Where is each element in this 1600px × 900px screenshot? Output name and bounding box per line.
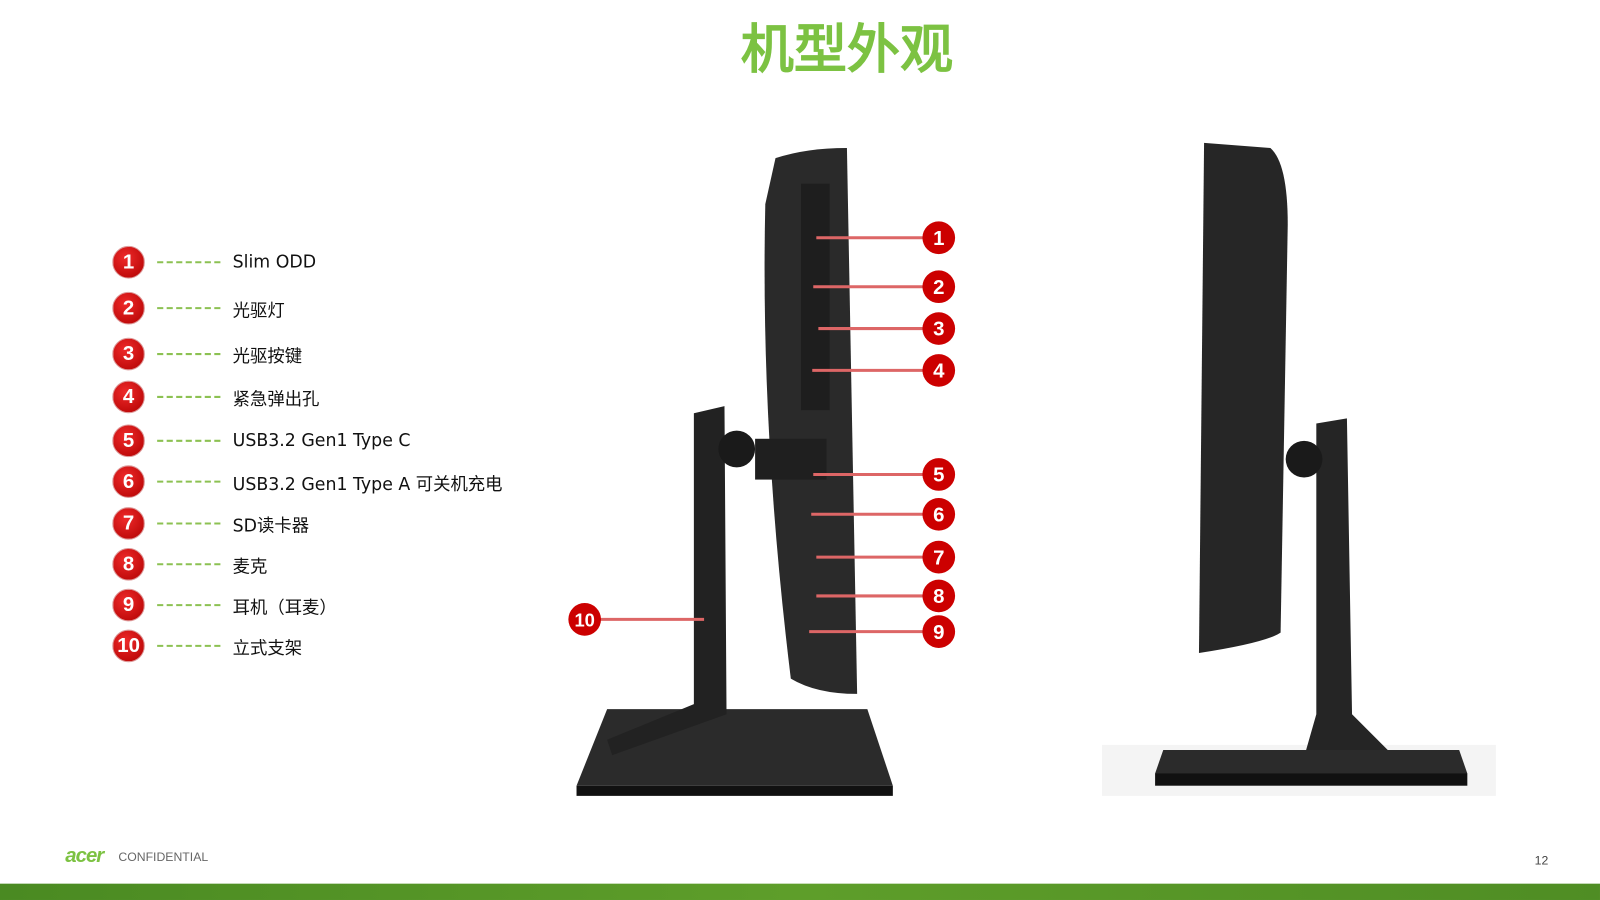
callout-label: 立式支架 [232, 638, 303, 659]
number-badge: 8 [112, 547, 145, 581]
marker-circle [922, 458, 956, 491]
number-badge: 5 [112, 424, 145, 458]
callout-item: 9 耳机（耳麦） [112, 588, 337, 623]
marker-number: 1 [933, 228, 944, 250]
dashed-connector [157, 261, 221, 264]
callout-label: 紧急弹出孔 [232, 389, 320, 410]
page-number: 12 [1534, 853, 1549, 868]
number-badge: 6 [112, 465, 145, 498]
acer-logo: acer [65, 844, 104, 868]
marker-circle [922, 354, 956, 387]
callout-label: 光驱按键 [232, 346, 303, 367]
marker-circle [922, 312, 956, 345]
callout-label: Slim ODD [232, 252, 317, 273]
callout-item: 7 SD读卡器 [112, 506, 309, 541]
number-badge: 4 [112, 380, 145, 414]
dashed-connector [157, 395, 221, 398]
callout-item: 10 立式支架 [112, 629, 302, 664]
dashed-connector [157, 353, 221, 356]
dashed-connector [157, 604, 221, 607]
marker-number: 2 [933, 277, 944, 299]
callout-item: 4 紧急弹出孔 [112, 380, 319, 415]
monitor-side-view-right [1102, 142, 1496, 796]
marker-number: 5 [933, 465, 944, 487]
callout-item: 5 USB3.2 Gen1 Type C [112, 423, 411, 458]
dashed-connector [157, 480, 221, 483]
callout-label: 麦克 [232, 556, 268, 578]
page-title: 机型外观 [740, 19, 954, 81]
callout-item: 3 光驱按键 [112, 337, 302, 372]
marker-circle [568, 603, 602, 636]
callout-label: 耳机（耳麦） [232, 597, 337, 618]
marker-number: 9 [933, 622, 944, 644]
marker-circle [922, 579, 956, 613]
callout-leaders: 1 2 3 4 5 6 7 8 9 10 [568, 221, 956, 648]
callout-item: 8 麦克 [112, 547, 267, 582]
callout-label: SD读卡器 [232, 515, 310, 537]
callout-item: 6 USB3.2 Gen1 Type A 可关机充电 [112, 464, 502, 499]
monitor-side-view-left [576, 147, 893, 796]
dashed-connector [157, 522, 221, 525]
number-badge: 7 [112, 507, 145, 540]
marker-number: 8 [933, 586, 944, 608]
marker-number: 10 [574, 610, 594, 631]
footer-bar [0, 883, 1600, 900]
callout-item: 1 Slim ODD [112, 245, 316, 280]
marker-number: 7 [933, 547, 944, 569]
marker-number: 3 [933, 319, 944, 341]
callout-item: 2 光驱灯 [112, 291, 285, 326]
number-badge: 10 [112, 629, 145, 663]
dashed-connector [157, 307, 221, 310]
number-badge: 9 [112, 588, 145, 622]
marker-circle [922, 615, 956, 648]
number-badge: 1 [112, 245, 145, 279]
marker-number: 4 [933, 361, 945, 383]
callout-label: USB3.2 Gen1 Type C [232, 430, 411, 452]
dashed-connector [157, 439, 221, 442]
marker-circle [922, 497, 956, 531]
number-badge: 3 [112, 337, 145, 371]
callout-label: USB3.2 Gen1 Type A 可关机充电 [232, 473, 503, 495]
dashed-connector [157, 563, 221, 566]
dashed-connector [157, 644, 221, 647]
number-badge: 2 [112, 291, 145, 325]
callout-label: 光驱灯 [232, 300, 285, 321]
marker-number: 6 [933, 504, 944, 526]
confidential-label: CONFIDENTIAL [118, 849, 209, 865]
marker-circle [922, 221, 956, 255]
marker-circle [922, 270, 956, 304]
marker-circle [922, 540, 956, 574]
